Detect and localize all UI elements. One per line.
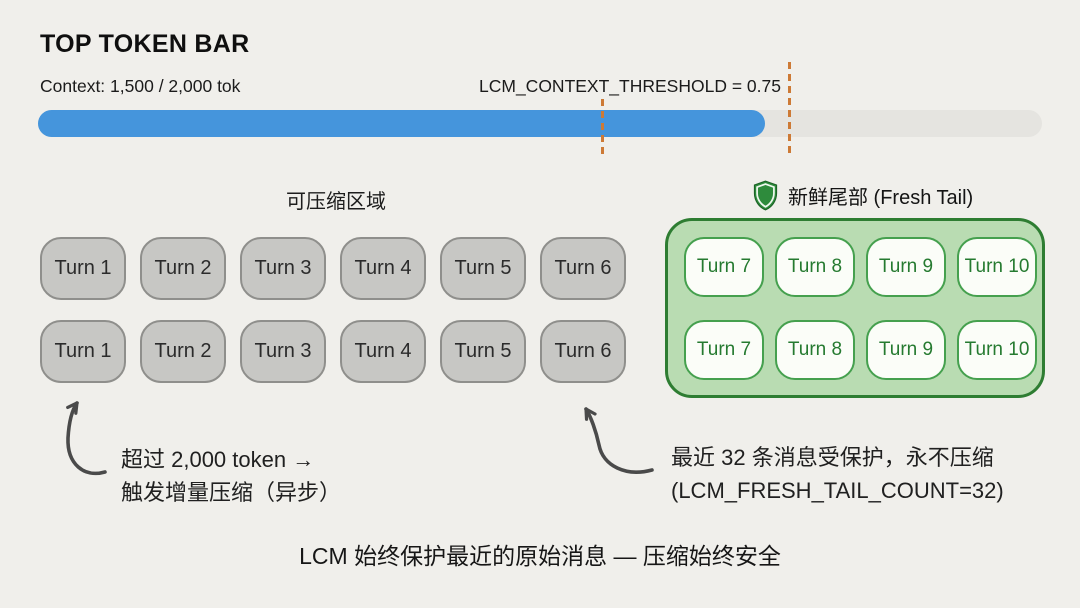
compressible-row-1: Turn 1 Turn 2 Turn 3 Turn 4 Turn 5 Turn … xyxy=(40,237,626,300)
compressible-region-label: 可压缩区域 xyxy=(286,191,386,213)
turn-box: Turn 4 xyxy=(340,320,426,383)
compression-annotation-line2: 触发增量压缩（异步） xyxy=(121,479,342,505)
turn-box: Turn 7 xyxy=(684,320,764,380)
compression-annotation-line1: 超过 2,000 token → xyxy=(121,447,315,472)
fresh-tail-annotation: 最近 32 条消息受保护，永不压缩 (LCM_FRESH_TAIL_COUNT=… xyxy=(671,442,1004,507)
turn-box: Turn 2 xyxy=(140,237,226,300)
threshold-label: LCM_CONTEXT_THRESHOLD = 0.75 xyxy=(479,76,781,96)
turn-box: Turn 4 xyxy=(340,237,426,300)
turn-box: Turn 3 xyxy=(240,237,326,300)
turn-box: Turn 9 xyxy=(866,320,946,380)
fresh-tail-row-1: Turn 7 Turn 8 Turn 9 Turn 10 xyxy=(684,237,1037,297)
turn-box: Turn 3 xyxy=(240,320,326,383)
turn-box: Turn 5 xyxy=(440,320,526,383)
compressible-row-2: Turn 1 Turn 2 Turn 3 Turn 4 Turn 5 Turn … xyxy=(40,320,626,383)
fresh-tail-row-2: Turn 7 Turn 8 Turn 9 Turn 10 xyxy=(684,320,1037,380)
bottom-caption: LCM 始终保护最近的原始消息 — 压缩始终安全 xyxy=(299,543,781,569)
turn-box: Turn 8 xyxy=(775,237,855,297)
token-bar-track xyxy=(38,110,1042,137)
current-usage-marker xyxy=(601,99,604,157)
fresh-tail-container: Turn 7 Turn 8 Turn 9 Turn 10 Turn 7 Turn… xyxy=(665,218,1045,398)
fresh-tail-header: 新鲜尾部 (Fresh Tail) xyxy=(752,180,973,211)
turn-box: Turn 1 xyxy=(40,237,126,300)
turn-box: Turn 9 xyxy=(866,237,946,297)
fresh-tail-label: 新鲜尾部 (Fresh Tail) xyxy=(788,187,974,209)
curved-arrow-right-icon xyxy=(584,407,654,474)
token-bar-fill xyxy=(38,110,765,137)
turn-box: Turn 7 xyxy=(684,237,764,297)
turn-box: Turn 1 xyxy=(40,320,126,383)
turn-box: Turn 10 xyxy=(957,237,1037,297)
shield-icon xyxy=(752,180,779,211)
turn-box: Turn 6 xyxy=(540,237,626,300)
turn-box: Turn 10 xyxy=(957,320,1037,380)
fresh-tail-annotation-line1: 最近 32 条消息受保护，永不压缩 xyxy=(671,445,994,470)
context-usage-label: Context: 1,500 / 2,000 tok xyxy=(40,76,241,96)
turn-box: Turn 2 xyxy=(140,320,226,383)
page-title: TOP TOKEN BAR xyxy=(40,30,250,58)
compression-annotation: 超过 2,000 token → 触发增量压缩（异步） xyxy=(121,444,341,509)
fresh-tail-annotation-line2: (LCM_FRESH_TAIL_COUNT=32) xyxy=(671,477,1004,503)
threshold-marker xyxy=(788,62,791,156)
turn-box: Turn 6 xyxy=(540,320,626,383)
turn-box: Turn 8 xyxy=(775,320,855,380)
turn-box: Turn 5 xyxy=(440,237,526,300)
curved-arrow-left-icon xyxy=(66,401,107,476)
